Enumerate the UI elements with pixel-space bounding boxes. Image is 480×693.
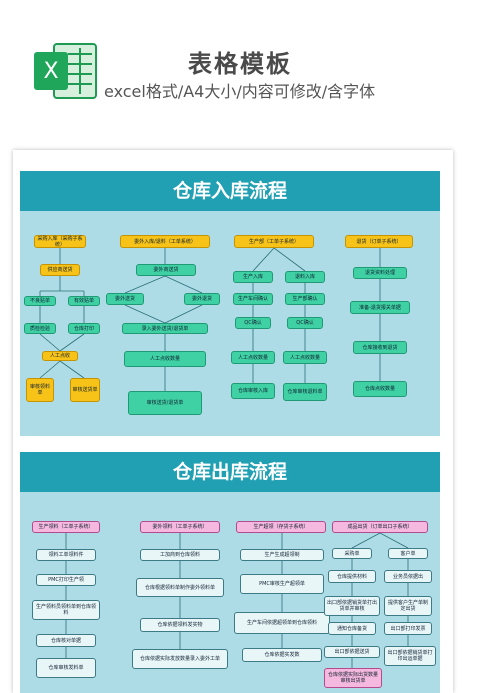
outbound-work-order: 领料工单领料件 — [36, 549, 96, 561]
inbound-production-receipt: 生产入库 — [233, 271, 273, 283]
outbound-excess-start: 生产超领（存货子系统） — [236, 521, 326, 533]
inbound-qc-check: 质检检验 — [24, 323, 56, 334]
outbound-print-invoice: 出口部打印发票 — [384, 622, 432, 635]
outbound-export-delivery: 出口部依据送货 — [324, 646, 380, 658]
inbound-outsource-count: 人工点收数量 — [124, 351, 206, 367]
outbound-review-shipment: 仓库依据实际出货数量审核出货单 — [324, 668, 382, 688]
inbound-outsource-send: 委外送货 — [106, 293, 144, 305]
outbound-customer-order: 客户单 — [388, 548, 428, 559]
outbound-shipment-start: 成品出货（订单出口子系统） — [332, 521, 428, 533]
outbound-picker-collect: 生产领料员领料单到仓库领料 — [32, 600, 100, 620]
inbound-return-count: 仓库点收数量 — [353, 381, 407, 397]
inbound-material-return: 退料入库 — [285, 271, 325, 283]
page-subtitle: excel格式/A4大小/内容可修改/含字体 — [104, 82, 376, 101]
inbound-review-requisition: 审核领料单 — [26, 378, 54, 402]
inbound-review-delivery: 审核送货单 — [70, 378, 100, 402]
inbound-bad-label: 不良贴单 — [24, 296, 56, 306]
outbound-enter-quantity: 仓库依据实际发放数量录入委外工单 — [132, 649, 228, 669]
inbound-warehouse-review: 仓库审核入库 — [231, 383, 275, 399]
inbound-outsource-review: 审核送货/退货单 — [128, 391, 202, 415]
excel-logo-icon: X — [34, 43, 97, 99]
outbound-connectors — [65, 532, 409, 668]
inbound-return-received: 仓库接收到退货 — [353, 341, 407, 354]
inbound-production-start: 生产部（工单子系统） — [234, 235, 314, 248]
outbound-print-docs: 出口部依据销货单打印出运单据 — [384, 646, 436, 666]
inbound-manual-count: 人工点收 — [42, 351, 78, 361]
page-header: X 表格模板 excel格式/A4大小/内容可修改/含字体 — [0, 0, 480, 148]
outbound-excess-create: 生产生成超领制 — [240, 549, 324, 561]
inbound-purchase-start: 采购入库（采购子系统） — [34, 235, 86, 248]
inbound-qc-confirm-1: QC确认 — [235, 317, 271, 329]
outbound-outsource-start: 委外领料（工单子系统） — [140, 521, 220, 533]
outbound-customer-spec: 提供客户生产单制定出货 — [384, 596, 432, 616]
inbound-workshop-confirm: 生产车间确认 — [233, 293, 273, 305]
outbound-sales-issue: 业务员依据出 — [384, 570, 432, 583]
inbound-count-1: 人工点收数量 — [231, 351, 275, 364]
inbound-outsource-return: 委外退货 — [184, 293, 220, 305]
outbound-provide-material: 仓库提供材料 — [328, 570, 376, 583]
inbound-outsource-start: 委外入库/退料（工单系统） — [120, 235, 210, 248]
outbound-flow-title: 仓库出库流程 — [20, 452, 440, 492]
outbound-actual-issue: 仓库依据实发数 — [242, 648, 322, 662]
inbound-count-2: 人工点收数量 — [283, 351, 327, 364]
outbound-verify-docs: 仓库核对单据 — [36, 634, 96, 647]
inbound-outsource-delivery: 委外商送货 — [136, 264, 196, 276]
outbound-notify-stock: 通知仓库备货 — [328, 622, 376, 635]
inbound-return-review: 仓库审核退料单 — [283, 383, 327, 401]
excel-logo-letter: X — [43, 59, 58, 84]
inbound-production-confirm: 生产部确认 — [285, 293, 325, 305]
inbound-connectors — [39, 247, 381, 391]
inbound-good-label: 有效贴单 — [68, 296, 100, 306]
inbound-outsource-entry: 录入委外送货/退货单 — [122, 323, 208, 334]
outbound-vendor-collect: 工加商到仓库领料 — [140, 549, 220, 561]
inbound-flow-panel: 仓库入库流程 采购入库（采购子系统） 供应商送货 不良贴单 有效贴单 质检检验 … — [20, 171, 440, 436]
outbound-excess-collect: 生产车间依据超领单到仓库领料 — [234, 612, 330, 634]
outbound-export-bill: 出口部依据销货单打出货单并审核 — [324, 596, 380, 616]
outbound-review-issue: 仓库审核发料单 — [36, 658, 96, 678]
inbound-print: 仓库打印 — [68, 323, 100, 334]
inbound-qc-confirm-2: QC确认 — [287, 317, 323, 329]
inbound-return-start: 退货（订单子系统） — [345, 235, 413, 248]
outbound-pmc-print: PMC打印生产领 — [36, 574, 96, 586]
inbound-flow-title: 仓库入库流程 — [20, 171, 440, 211]
inbound-supplier-delivery: 供应商送货 — [40, 264, 80, 276]
outbound-production-start: 生产领料（工单子系统） — [32, 521, 100, 533]
outbound-make-requisition: 仓库根据领料单制作委外领料单 — [136, 578, 224, 597]
inbound-return-process: 退货资料处理 — [353, 267, 407, 279]
page-title: 表格模板 — [188, 50, 292, 78]
inbound-return-customs: 准备-退货报关单据 — [350, 301, 410, 314]
outbound-issue-goods: 仓库依据领料发实物 — [140, 618, 220, 632]
outbound-pmc-approve: PMC审核生产超领单 — [240, 574, 324, 594]
outbound-purchase-order: 采购单 — [332, 548, 372, 559]
outbound-flow-panel: 仓库出库流程 生产领料（工单子系统） 领料工单领料件 PMC打印生产领 生产领料… — [20, 452, 440, 693]
